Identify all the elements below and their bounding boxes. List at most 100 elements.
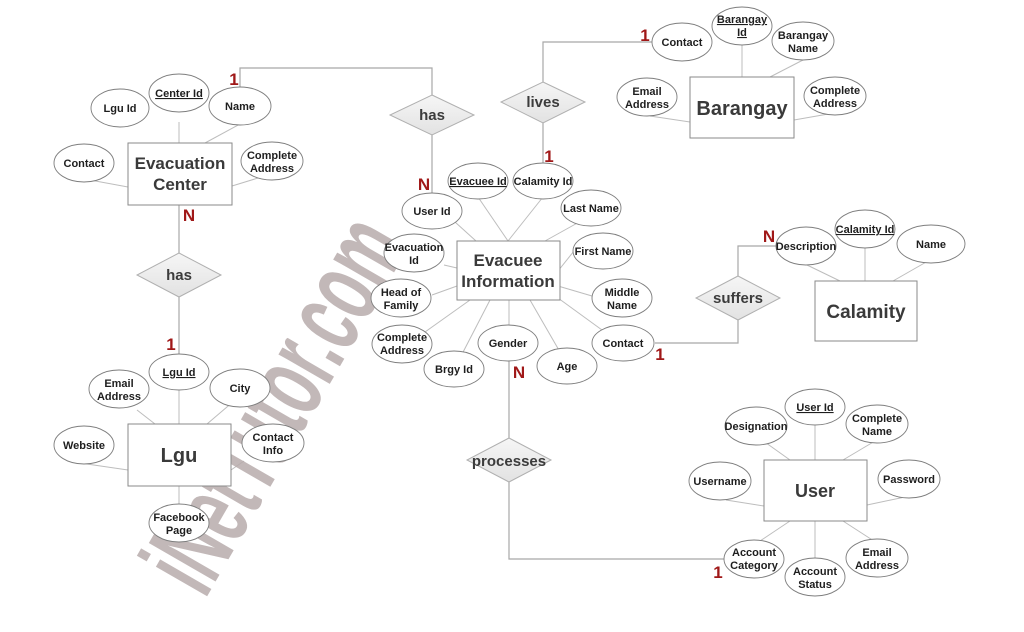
svg-text:Evacuee Id: Evacuee Id [449, 176, 506, 188]
cardinality-1: 1 [229, 70, 238, 89]
entity-label: User [795, 481, 835, 501]
relationship-suffers[interactable]: suffers [694, 275, 782, 321]
attribute-user-id[interactable]: User Id [401, 192, 463, 230]
attribute-last-name[interactable]: Last Name [560, 189, 622, 227]
svg-text:Age: Age [557, 361, 578, 373]
entity-calamity[interactable]: Calamity [814, 280, 918, 342]
relationship-has-center-evacuee[interactable]: has [388, 94, 476, 136]
relationship-label: lives [526, 94, 559, 111]
attribute-username[interactable]: Username [688, 461, 752, 501]
attribute-center-id-key[interactable]: Center Id [148, 73, 210, 113]
svg-text:Name: Name [916, 239, 946, 251]
watermark: iNetTutor.com [118, 195, 431, 612]
cardinality-n: N [513, 363, 525, 382]
relationship-processes[interactable]: processes [465, 437, 553, 483]
svg-text:User Id: User Id [413, 206, 450, 218]
svg-text:Description: Description [776, 241, 837, 253]
entity-user[interactable]: User [763, 459, 868, 522]
svg-text:Calamity Id: Calamity Id [514, 176, 573, 188]
attribute-website[interactable]: Website [53, 425, 115, 465]
attribute-description[interactable]: Description [775, 226, 837, 266]
watermark-text: iNetTutor.com [118, 195, 431, 612]
attribute-password[interactable]: Password [877, 459, 941, 499]
attribute-evacuee-id-key[interactable]: Evacuee Id [447, 162, 509, 200]
entity-lgu[interactable]: Lgu [127, 423, 232, 487]
entity-label: Calamity [826, 302, 906, 323]
cardinality-1: 1 [655, 345, 664, 364]
attribute-lines [79, 44, 929, 560]
svg-text:Lgu Id: Lgu Id [104, 103, 137, 115]
attribute-age[interactable]: Age [536, 347, 598, 385]
attribute-lgu-id[interactable]: Lgu Id [90, 88, 150, 128]
attribute-brgy-id[interactable]: Brgy Id [423, 350, 485, 388]
svg-text:Contact: Contact [662, 37, 703, 49]
attribute-lgu-id-key[interactable]: Lgu Id [148, 353, 210, 391]
connector-suffers-calamity [737, 245, 776, 276]
attribute-contact[interactable]: Contact [591, 324, 655, 362]
cardinality-n: N [183, 206, 195, 225]
relationship-has-center-lgu[interactable]: has [135, 252, 223, 298]
attribute-name[interactable]: Name [208, 86, 272, 126]
attribute-contact[interactable]: Contact [651, 22, 713, 62]
svg-text:Name: Name [225, 101, 255, 113]
attribute-calamity-id-key[interactable]: Calamity Id [834, 209, 896, 249]
attribute-contact[interactable]: Contact [53, 143, 115, 183]
attribute-calamity-id[interactable]: Calamity Id [512, 162, 574, 200]
svg-text:City: City [230, 383, 252, 395]
cardinality-1: 1 [544, 147, 553, 166]
svg-text:Center Id: Center Id [155, 88, 203, 100]
entity-label-line: Evacuee [474, 251, 543, 270]
cardinality-1: 1 [166, 335, 175, 354]
svg-text:Username: Username [693, 476, 746, 488]
attribute-first-name[interactable]: First Name [572, 232, 634, 270]
attribute-name[interactable]: Name [896, 224, 966, 264]
svg-text:Brgy Id: Brgy Id [435, 364, 473, 376]
svg-text:Password: Password [883, 474, 935, 486]
attribute-city[interactable]: City [209, 368, 271, 408]
connector-evacuee-suffers [655, 320, 739, 344]
relationship-lives[interactable]: lives [499, 81, 587, 124]
relationship-label: has [419, 107, 445, 124]
attribute-user-id-key[interactable]: User Id [784, 388, 846, 426]
relationship-label: has [166, 267, 192, 284]
entity-label-line: Information [461, 272, 555, 291]
cardinality-markers: 1 N 1 1 N 1 1 N N 1 [166, 26, 775, 582]
svg-text:Lgu Id: Lgu Id [163, 367, 196, 379]
relationship-label: suffers [713, 290, 763, 307]
attribute-designation[interactable]: Designation [725, 406, 788, 446]
svg-text:Calamity Id: Calamity Id [836, 224, 895, 236]
attribute-gender[interactable]: Gender [477, 324, 539, 362]
svg-text:Designation: Designation [725, 421, 788, 433]
entity-barangay[interactable]: Barangay [689, 76, 795, 139]
